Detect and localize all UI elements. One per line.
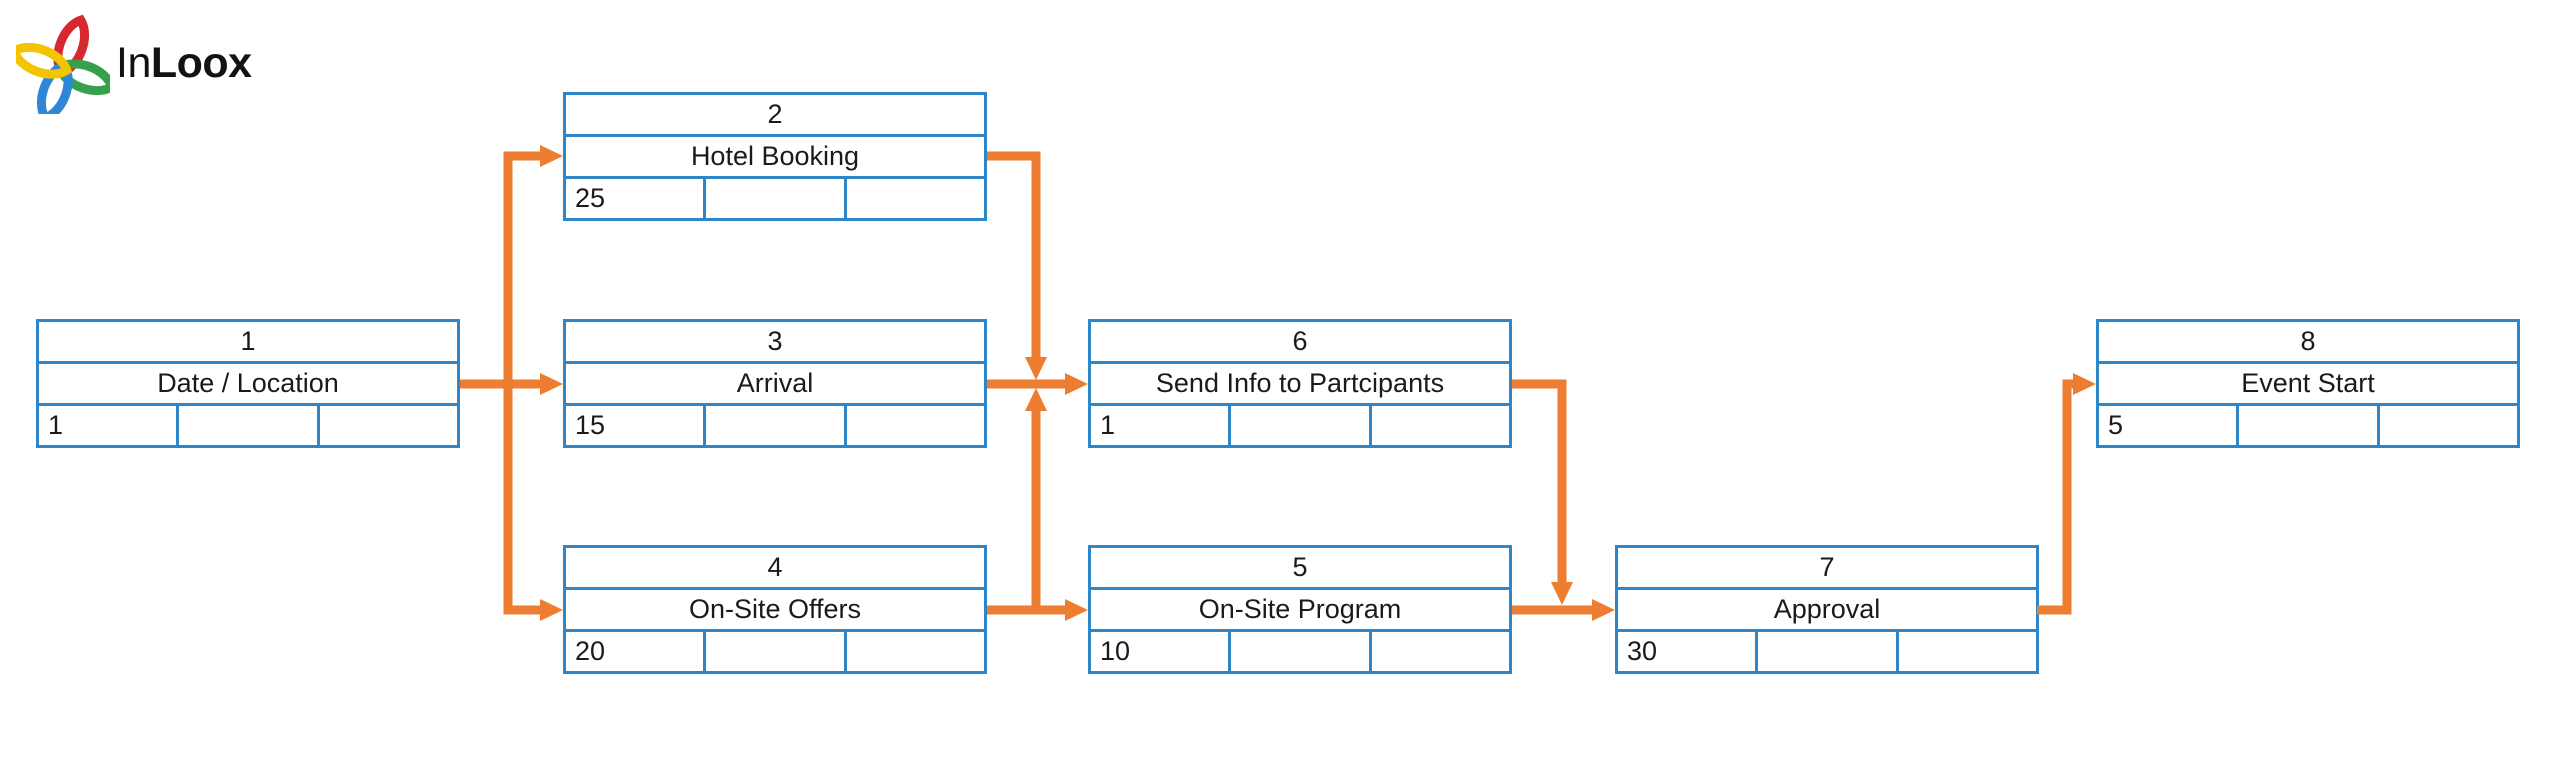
node-empty-cell [1758, 632, 1899, 671]
node-duration-cell: 1 [1091, 406, 1232, 445]
inloox-logo: InLoox [16, 12, 252, 114]
node-empty-cell [847, 406, 984, 445]
wordmark-prefix: In [116, 38, 151, 87]
node-empty-cell [1899, 632, 2036, 671]
task-node-2[interactable]: 2 Hotel Booking 25 [563, 92, 987, 221]
node-empty-cell [706, 632, 847, 671]
connector-7-8 [2037, 373, 2096, 615]
connector-4-5 [987, 599, 1088, 621]
connector-2-6 [987, 151, 1047, 380]
node-empty-cell [847, 632, 984, 671]
inloox-flower-icon [16, 14, 110, 114]
node-footer: 1 [39, 406, 457, 445]
task-node-8[interactable]: 8 Event Start 5 [2096, 319, 2520, 448]
node-duration-cell: 10 [1091, 632, 1232, 671]
node-footer: 1 [1091, 406, 1509, 445]
node-empty-cell [1231, 406, 1372, 445]
task-node-4[interactable]: 4 On-Site Offers 20 [563, 545, 987, 674]
node-number: 4 [566, 548, 984, 590]
task-node-3[interactable]: 3 Arrival 15 [563, 319, 987, 448]
node-empty-cell [179, 406, 320, 445]
node-empty-cell [706, 179, 847, 218]
inloox-wordmark: InLoox [116, 39, 252, 88]
node-number: 1 [39, 322, 457, 364]
node-footer: 15 [566, 406, 984, 445]
node-duration-cell: 25 [566, 179, 707, 218]
node-title: Date / Location [39, 364, 457, 406]
node-footer: 30 [1618, 632, 2036, 671]
node-number: 2 [566, 95, 984, 137]
node-number: 6 [1091, 322, 1509, 364]
node-footer: 5 [2099, 406, 2517, 445]
node-footer: 10 [1091, 632, 1509, 671]
connector-4-6 [1025, 388, 1047, 610]
connector-1-3 [460, 373, 563, 395]
node-number: 7 [1618, 548, 2036, 590]
node-duration-cell: 1 [39, 406, 180, 445]
task-node-1[interactable]: 1 Date / Location 1 [36, 319, 460, 448]
node-duration-cell: 20 [566, 632, 707, 671]
node-title: Send Info to Partcipants [1091, 364, 1509, 406]
node-number: 5 [1091, 548, 1509, 590]
connector-1-4 [503, 384, 563, 621]
connector-1-2 [460, 145, 563, 389]
node-title: Event Start [2099, 364, 2517, 406]
node-number: 3 [566, 322, 984, 364]
node-title: Arrival [566, 364, 984, 406]
node-empty-cell [320, 406, 457, 445]
node-duration-cell: 15 [566, 406, 707, 445]
node-empty-cell [2239, 406, 2380, 445]
node-empty-cell [2380, 406, 2517, 445]
node-number: 8 [2099, 322, 2517, 364]
task-node-6[interactable]: 6 Send Info to Partcipants 1 [1088, 319, 1512, 448]
node-empty-cell [1372, 632, 1509, 671]
connector-3-6 [987, 373, 1088, 395]
node-duration-cell: 5 [2099, 406, 2240, 445]
node-empty-cell [1231, 632, 1372, 671]
connector-5-7 [1512, 599, 1615, 621]
node-title: Hotel Booking [566, 137, 984, 179]
task-node-5[interactable]: 5 On-Site Program 10 [1088, 545, 1512, 674]
connector-6-7 [1512, 379, 1573, 605]
node-footer: 25 [566, 179, 984, 218]
node-empty-cell [1372, 406, 1509, 445]
node-empty-cell [706, 406, 847, 445]
node-empty-cell [847, 179, 984, 218]
node-title: On-Site Program [1091, 590, 1509, 632]
node-title: On-Site Offers [566, 590, 984, 632]
node-title: Approval [1618, 590, 2036, 632]
node-duration-cell: 30 [1618, 632, 1759, 671]
wordmark-suffix: Loox [150, 38, 252, 87]
node-footer: 20 [566, 632, 984, 671]
task-node-7[interactable]: 7 Approval 30 [1615, 545, 2039, 674]
